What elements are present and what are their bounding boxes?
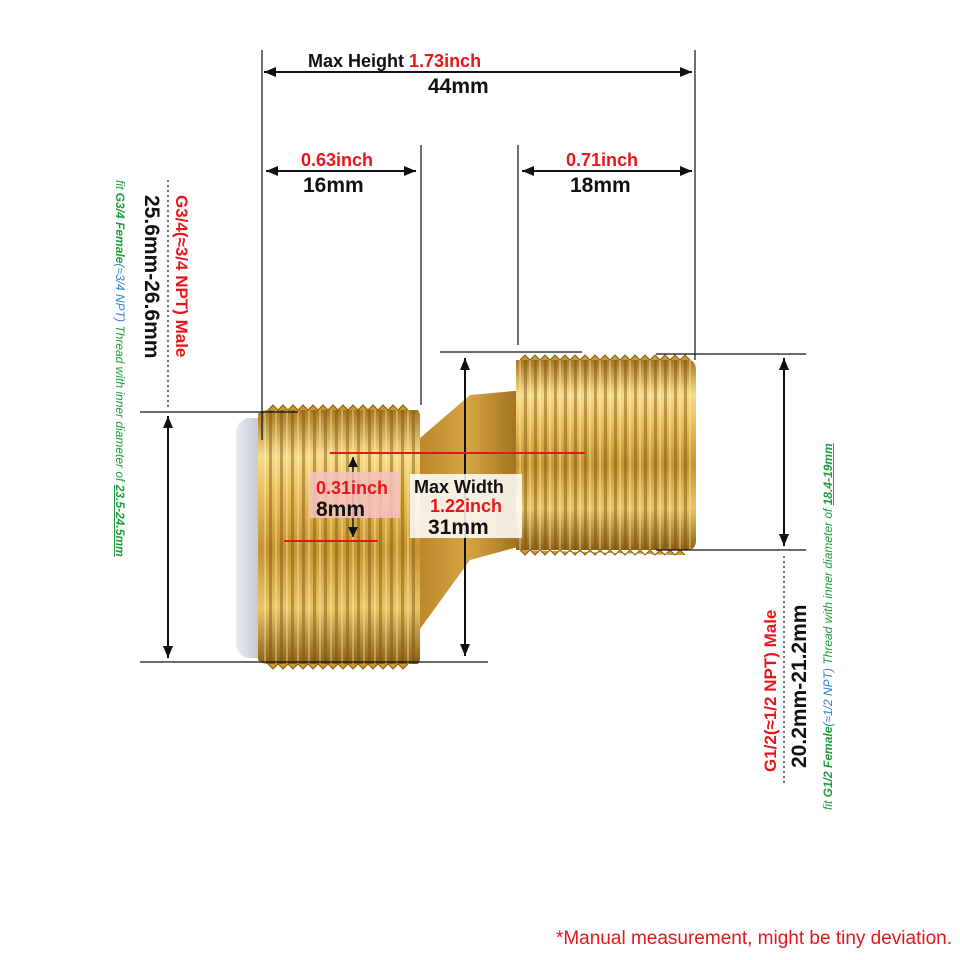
right-fit-range: 18.4-19mm [821, 443, 835, 506]
right-fit-prefix: fit [821, 797, 835, 810]
right-thread-diameter-text: 20.2mm-21.2mm [788, 604, 811, 768]
offset-mm: 8mm [316, 498, 366, 521]
max-height-inch: 1.73inch [409, 51, 482, 71]
right-fit-suffix: Thread with inner diameter of [821, 505, 835, 669]
left-fit-female: G3/4 Female [113, 192, 127, 264]
max-width-mm: 31mm [428, 516, 489, 539]
right-length-mm: 18mm [570, 174, 631, 197]
left-fit-prefix: fit [113, 180, 127, 193]
right-thread-fit-note: fit G1/2 Female(≈1/2 NPT) Thread with in… [821, 443, 835, 810]
right-fit-npt: (≈1/2 NPT) [821, 668, 835, 727]
max-height-mm: 44mm [428, 75, 489, 98]
max-width-label-box [410, 474, 522, 538]
offset-label-box [310, 472, 400, 518]
right-thread-spec-text: G1/2(≈1/2 NPT) Male [761, 609, 780, 772]
footnote: *Manual measurement, might be tiny devia… [555, 928, 952, 949]
max-height-label: Max Height 1.73inch [308, 52, 481, 70]
left-length-mm: 16mm [303, 174, 364, 197]
right-fit-female: G1/2 Female [821, 726, 835, 798]
left-thread-fit-note: fit G3/4 Female(≈3/4 NPT) Thread with in… [113, 180, 127, 557]
right-length-inch: 0.71inch [566, 150, 639, 170]
max-width-title: Max Width [414, 477, 504, 497]
left-thread-spec-text: G3/4(≈3/4 NPT) Male [172, 195, 191, 358]
max-width-inch: 1.22inch [430, 496, 503, 516]
left-length-inch: 0.63inch [301, 150, 374, 170]
offset-inch: 0.31inch [316, 478, 389, 498]
right-thread-diameter: 20.2mm-21.2mm [788, 604, 811, 768]
max-height-title: Max Height [308, 51, 405, 71]
left-fit-range: 23.5-24.5mm [113, 484, 127, 557]
left-thread-spec: G3/4(≈3/4 NPT) Male [172, 195, 191, 358]
left-fit-npt: (≈3/4 NPT) [113, 263, 127, 322]
left-thread-diameter: 25.6mm-26.6mm [140, 195, 163, 359]
right-thread-spec: G1/2(≈1/2 NPT) Male [761, 609, 780, 772]
left-thread-diameter-text: 25.6mm-26.6mm [140, 195, 163, 359]
left-fit-suffix: Thread with inner diameter of [113, 321, 127, 485]
